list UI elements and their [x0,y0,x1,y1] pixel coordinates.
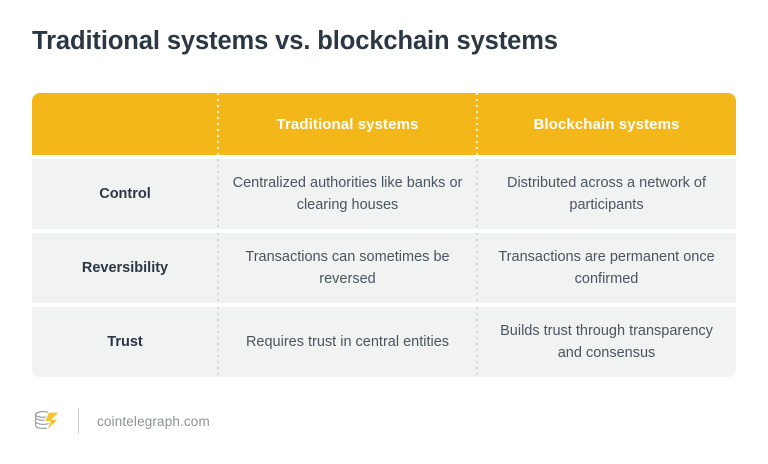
column-divider-1 [217,307,219,377]
row-blockchain-cell: Transactions are permanent once confirme… [477,233,736,303]
row-blockchain-cell: Distributed across a network of particip… [477,159,736,229]
row-traditional-cell: Transactions can sometimes be reversed [218,233,477,303]
row-blockchain-text: Builds trust through transparency and co… [500,323,713,361]
row-blockchain-cell: Builds trust through transparency and co… [477,307,736,377]
row-blockchain-text: Transactions are permanent once confirme… [498,249,715,287]
row-label-cell: Control [32,159,218,229]
page-title: Traditional systems vs. blockchain syste… [32,27,558,55]
footer-divider [78,408,79,434]
header-cell-label [32,93,218,155]
header-cell-blockchain: Blockchain systems [477,93,736,155]
row-label-cell: Reversibility [32,233,218,303]
header-blockchain-text: Blockchain systems [533,115,680,133]
table-header-row: Traditional systems Blockchain systems [32,93,736,155]
table-row: Control Centralized authorities like ban… [32,159,736,229]
header-cell-traditional: Traditional systems [218,93,477,155]
row-label-text: Trust [107,334,143,350]
column-divider-1 [217,159,219,229]
cointelegraph-logo-icon [34,410,61,432]
footer: cointelegraph.com [32,404,210,438]
column-divider-2 [476,307,478,377]
row-traditional-cell: Requires trust in central entities [218,307,477,377]
table-row: Reversibility Transactions can sometimes… [32,233,736,303]
row-blockchain-text: Distributed across a network of particip… [506,175,707,213]
column-divider-1 [217,93,219,155]
column-divider-2 [476,93,478,155]
row-traditional-text: Requires trust in central entities [245,334,450,350]
column-divider-1 [217,233,219,303]
table-row: Trust Requires trust in central entities… [32,307,736,377]
column-divider-2 [476,233,478,303]
footer-site-url: cointelegraph.com [97,413,210,429]
column-divider-2 [476,159,478,229]
row-label-text: Control [99,186,151,202]
row-label-text: Reversibility [81,260,169,276]
row-traditional-text: Centralized authorities like banks or cl… [232,175,463,213]
row-label-cell: Trust [32,307,218,377]
row-traditional-text: Transactions can sometimes be reversed [245,249,450,287]
row-traditional-cell: Centralized authorities like banks or cl… [218,159,477,229]
comparison-table: Traditional systems Blockchain systems C… [32,93,736,377]
header-traditional-text: Traditional systems [276,115,419,133]
